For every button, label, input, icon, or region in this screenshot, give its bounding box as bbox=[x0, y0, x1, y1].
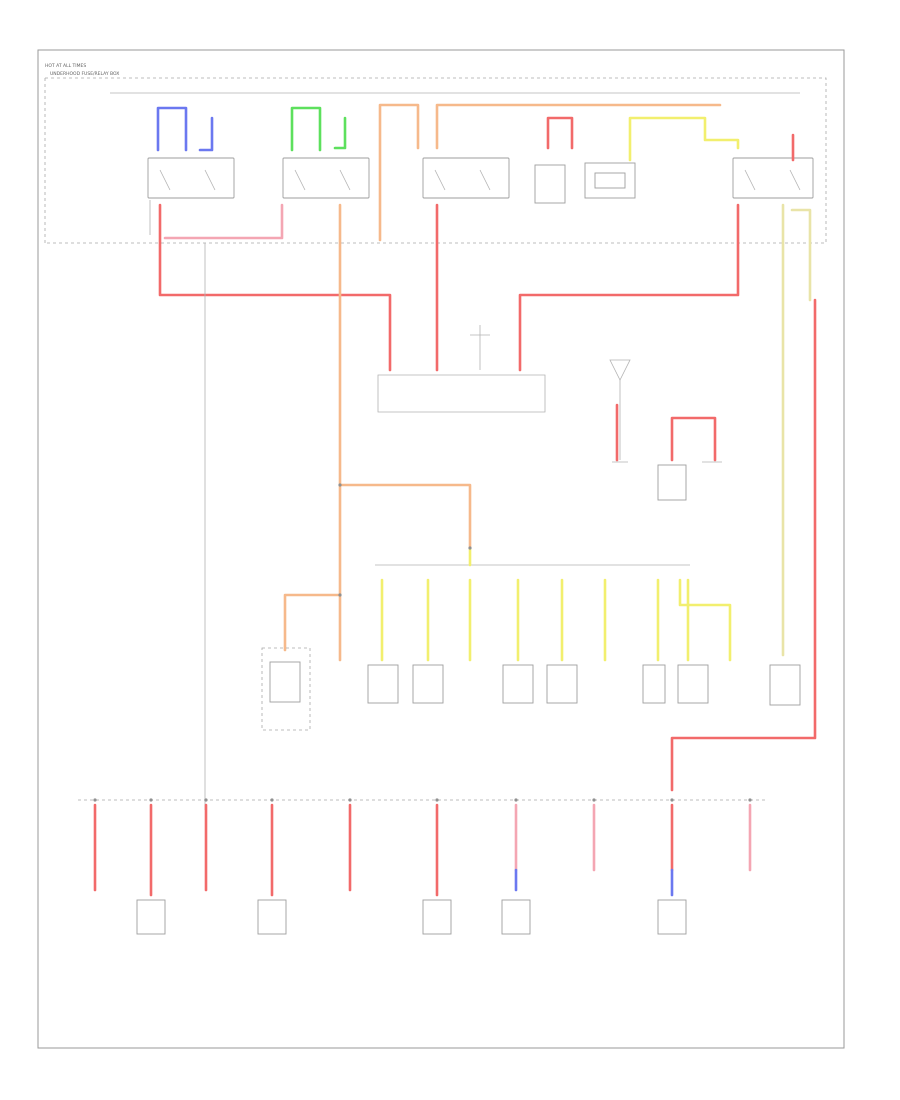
relay-5-inner bbox=[594, 172, 626, 189]
wire-group-right-verticals bbox=[670, 203, 817, 792]
power-control-group bbox=[609, 359, 722, 501]
oxygen-sensor-3 bbox=[657, 899, 687, 935]
underhood-fuse-box-boundary bbox=[44, 77, 827, 244]
relay-2 bbox=[282, 157, 370, 199]
ecm-pcm-component bbox=[642, 664, 666, 704]
header-label-2: UNDERHOOD FUSE/RELAY BOX bbox=[50, 71, 119, 77]
ignition-coil-4 bbox=[257, 899, 287, 935]
middle-component-1 bbox=[261, 647, 311, 731]
sensor-component-2 bbox=[769, 664, 801, 706]
wire-orange-1 bbox=[378, 103, 420, 242]
oxygen-sensor-1 bbox=[501, 899, 531, 935]
wire-group-middle bbox=[283, 483, 690, 652]
relay-4 bbox=[732, 157, 814, 199]
wire-orange-2 bbox=[435, 103, 722, 150]
wire-red-left-feed bbox=[158, 203, 392, 372]
wire-red-right-long bbox=[670, 298, 817, 792]
relay-group bbox=[147, 157, 814, 235]
wire-orange-left-branch bbox=[283, 593, 342, 652]
wire-green-1 bbox=[290, 106, 322, 152]
header-label-1: HOT AT ALL TIMES bbox=[45, 63, 86, 69]
wire-group-lower-drops bbox=[93, 803, 752, 897]
resistor-component bbox=[534, 164, 566, 204]
wire-red-pcm-2 bbox=[670, 416, 717, 462]
junction-dots bbox=[93, 483, 752, 802]
wire-pale-yellow-right-2 bbox=[790, 208, 812, 302]
injector-1 bbox=[367, 664, 399, 704]
injector-2 bbox=[412, 664, 444, 704]
wire-group-yellow-drops bbox=[380, 578, 732, 662]
wire-red-right-feed bbox=[518, 203, 740, 372]
wire-group-upper bbox=[156, 103, 795, 242]
wire-blue-2 bbox=[198, 116, 214, 152]
wire-green-2 bbox=[333, 116, 347, 150]
sensor-component-1 bbox=[677, 664, 709, 704]
wire-red-top bbox=[546, 116, 574, 150]
relay-1 bbox=[147, 157, 235, 235]
upper-component-group bbox=[534, 162, 636, 204]
relay-3 bbox=[422, 157, 510, 199]
injector-4 bbox=[546, 664, 578, 704]
wire-pink-relay-link bbox=[163, 203, 284, 240]
wire-yellow-top bbox=[628, 116, 740, 162]
ignition-coil-2 bbox=[136, 899, 166, 935]
wire-orange-branch bbox=[338, 483, 472, 550]
wire-group-main-feed bbox=[158, 203, 740, 662]
power-steering-component bbox=[657, 464, 687, 501]
lower-component-row bbox=[136, 899, 687, 935]
ignition-coil-6 bbox=[422, 899, 452, 935]
injector-3 bbox=[502, 664, 534, 704]
wire-blue-1 bbox=[156, 106, 188, 152]
middle-component-row bbox=[261, 647, 801, 731]
fuse-block-lower bbox=[204, 243, 546, 810]
diagram-frame bbox=[37, 49, 845, 1049]
